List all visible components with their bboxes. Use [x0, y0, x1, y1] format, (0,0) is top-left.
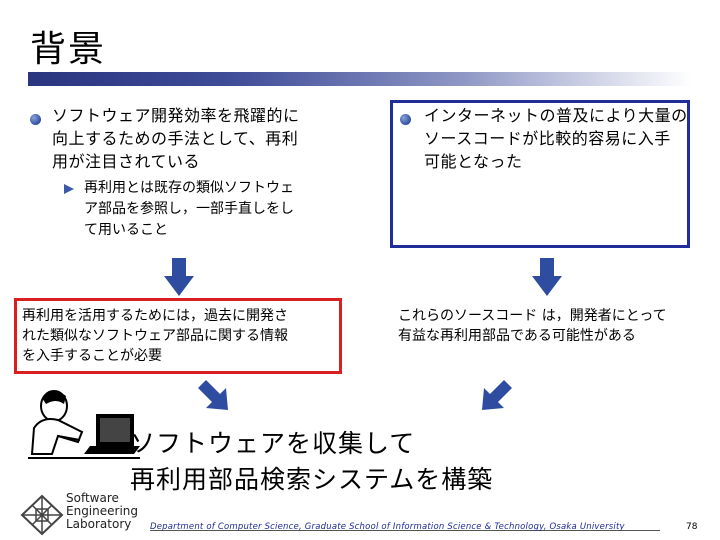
left-box-line: を入手することが必要 — [22, 348, 162, 364]
lab-logo-text: Software Engineering Laboratory — [66, 492, 138, 531]
bullet-dot-icon — [30, 114, 41, 125]
lab-logo-icon — [20, 494, 64, 536]
logo-line: Software — [66, 491, 119, 505]
right-highlight-box — [390, 100, 690, 248]
logo-line: Laboratory — [66, 517, 132, 531]
right-bullet-line: 可能となった — [424, 152, 523, 171]
left-bullet-line: ソフトウェア開発効率を飛躍的に — [52, 106, 300, 125]
logo-line: Engineering — [66, 504, 138, 518]
conclusion-line: ソフトウェアを収集して — [130, 429, 416, 458]
title-underline-bar — [28, 72, 692, 86]
page-number: 78 — [686, 522, 698, 532]
conclusion-text: ソフトウェアを収集して 再利用部品検索システムを構築 — [130, 426, 493, 498]
down-arrow-icon — [532, 258, 562, 296]
left-box-line: 再利用を活用するためには，過去に開発さ — [22, 308, 288, 324]
right-box-line: 有益な再利用部品である可能性がある — [398, 328, 636, 344]
left-sub-bullet-text: 再利用とは既存の類似ソフトウェ ア部品を参照し，一部手直しをし て用いること — [84, 178, 294, 241]
bullet-dot-icon — [400, 114, 411, 125]
right-bullet-line: インターネットの普及により大量の — [424, 106, 688, 125]
diagonal-arrow-icon — [198, 380, 228, 410]
footer-department: Department of Computer Science, Graduate… — [150, 522, 625, 532]
left-bullet-line: 用が注目されている — [52, 152, 201, 171]
diagonal-arrow-icon — [482, 380, 512, 410]
left-sub-line: ア部品を参照し，一部手直しをし — [84, 201, 294, 217]
person-at-computer-icon — [28, 390, 140, 459]
left-requirement-box — [14, 298, 342, 374]
footer-divider — [150, 530, 660, 531]
right-bullet-line: ソースコードが比較的容易に入手 — [424, 129, 671, 148]
right-bullet-text: インターネットの普及により大量の ソースコードが比較的容易に入手 可能となった — [424, 104, 688, 173]
left-bullet-text: ソフトウェア開発効率を飛躍的に 向上するための手法として、再利 用が注目されてい… — [52, 104, 300, 173]
down-arrow-icon — [164, 258, 194, 296]
conclusion-line: 再利用部品検索システムを構築 — [130, 465, 494, 494]
left-bullet-line: 向上するための手法として、再利 — [52, 129, 299, 148]
left-sub-line: て用いること — [84, 222, 168, 238]
right-box-line: これらのソースコード は，開発者にとって — [398, 308, 667, 324]
sub-bullet-arrow-icon — [64, 184, 74, 194]
left-box-text: 再利用を活用するためには，過去に開発さ れた類似なソフトウェア部品に関する情報 … — [22, 306, 288, 366]
slide-title: 背景 — [30, 29, 107, 70]
left-box-line: れた類似なソフトウェア部品に関する情報 — [22, 328, 288, 344]
left-sub-line: 再利用とは既存の類似ソフトウェ — [84, 180, 294, 196]
right-box-text: これらのソースコード は，開発者にとって 有益な再利用部品である可能性がある — [398, 306, 667, 346]
